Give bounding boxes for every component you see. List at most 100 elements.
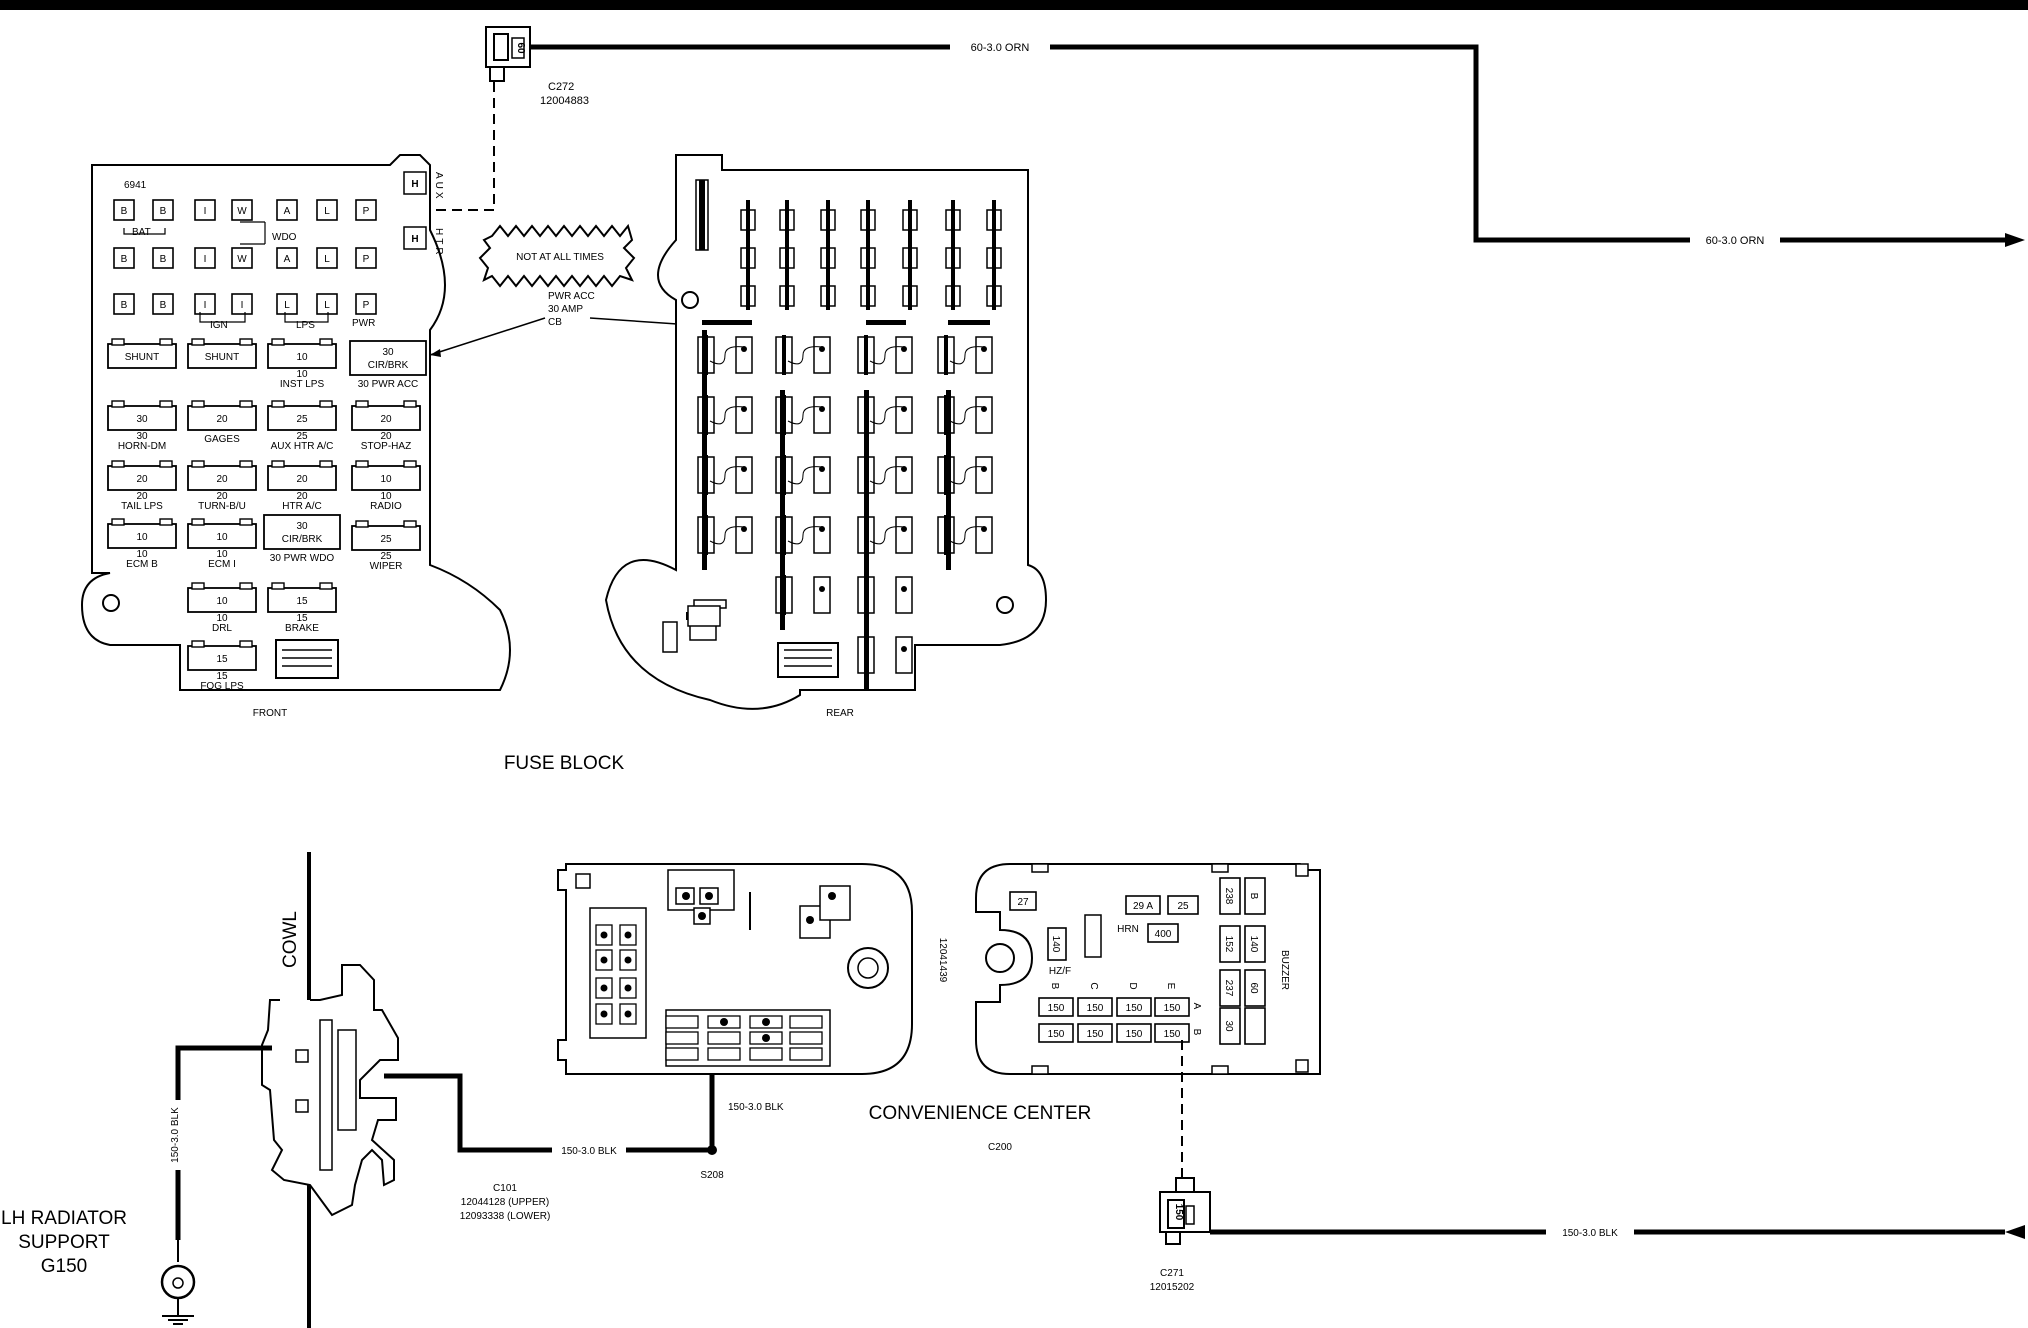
fuse-bottom-value: 10 — [136, 549, 148, 560]
c200-label: C200 — [988, 1142, 1012, 1153]
fuse — [187, 405, 257, 431]
cc-grid-fuse — [1077, 1023, 1113, 1043]
terminal-letter: B — [121, 300, 128, 311]
cc-grid-fuse-text: 150 — [1048, 1003, 1065, 1014]
cc-side-fuse-text: 152 — [1223, 936, 1234, 953]
fuse — [107, 343, 177, 369]
fuse-name: GAGES — [204, 434, 240, 445]
c101-lower: 12093338 (LOWER) — [460, 1211, 551, 1222]
cc-side-fuse — [1244, 969, 1266, 1007]
fuse-bottom-value: 25 — [296, 431, 308, 442]
cc-side-fuse — [1244, 925, 1266, 963]
fuse-bottom-value: 25 — [380, 551, 392, 562]
htr-label: HTR — [433, 228, 444, 258]
fuse-value: 30 — [382, 347, 394, 358]
fuse-block-title: FUSE BLOCK — [504, 753, 625, 774]
terminal-letter: A — [284, 206, 291, 217]
fuse-value: 10 — [216, 532, 228, 543]
fuse — [267, 587, 337, 613]
lps-label: LPS — [296, 320, 315, 331]
cc-fuse — [1125, 895, 1161, 915]
fuse — [351, 405, 421, 431]
c101-label: C101 — [493, 1183, 517, 1194]
fuse-bottom-value: 20 — [136, 491, 148, 502]
cc-grid-fuse-text: 150 — [1126, 1003, 1143, 1014]
c272-pin: 60 — [515, 42, 526, 54]
fuse-value: 10 — [296, 352, 308, 363]
terminal-box — [231, 199, 253, 221]
cc-col-label: B — [1049, 983, 1060, 990]
terminal-box — [316, 199, 338, 221]
s208-label: S208 — [700, 1170, 724, 1181]
cc-grid-fuse — [1116, 997, 1152, 1017]
ground-wire — [160, 1045, 272, 1325]
cc-side-fuse — [1219, 969, 1241, 1007]
cc-fuse-text: 400 — [1155, 929, 1172, 940]
terminal-letter: P — [363, 300, 370, 311]
terminal-letter: A — [284, 254, 291, 265]
cc-side-fuse — [1219, 1007, 1241, 1045]
fuse — [107, 405, 177, 431]
terminal-box — [355, 293, 377, 315]
ground-line2: SUPPORT — [18, 1232, 110, 1253]
cc-grid-fuse — [1038, 997, 1074, 1017]
convenience-drop-label: 150-3.0 BLK — [728, 1102, 784, 1113]
fuse-bottom-value: 20 — [216, 491, 228, 502]
fuse-value: 10 — [216, 596, 228, 607]
fuse-value: 15 — [216, 654, 228, 665]
terminal-letter: I — [204, 300, 207, 311]
terminal-letter: B — [121, 254, 128, 265]
terminal-letter: L — [324, 300, 330, 311]
c272-label: C272 — [548, 81, 574, 93]
cc-side-fuse-text: 237 — [1223, 980, 1234, 997]
cc-grid-fuse-text: 150 — [1087, 1029, 1104, 1040]
wire-label-orn-upper: 60-3.0 ORN — [971, 42, 1030, 54]
fuse — [187, 465, 257, 491]
terminal-box — [113, 293, 135, 315]
convenience-center-title: CONVENIENCE CENTER — [869, 1103, 1092, 1124]
svg-text:H: H — [411, 234, 418, 245]
cc-grid-fuse — [1116, 1023, 1152, 1043]
cc-fuse-text: 29 A — [1133, 901, 1153, 912]
fuse — [187, 645, 257, 671]
fuse-name: ECM I — [208, 559, 236, 570]
fuse-bottom-value: 10 — [216, 613, 228, 624]
callout-line-front — [429, 317, 546, 356]
fuse-name: HTR A/C — [282, 501, 321, 512]
c101-upper: 12044128 (UPPER) — [461, 1197, 549, 1208]
fuse-bottom-value: 20 — [296, 491, 308, 502]
cc-side-fuse-text: B — [1248, 893, 1259, 900]
cc-grid-fuse-text: 150 — [1164, 1003, 1181, 1014]
cc-fuse — [1009, 891, 1037, 911]
cowl-bulkhead — [261, 852, 399, 1328]
terminal-box — [152, 247, 174, 269]
fuse-value: CIR/BRK — [282, 534, 323, 545]
terminal-box — [152, 199, 174, 221]
convenience-part: 12041439 — [937, 938, 948, 983]
c272-dash-link — [415, 82, 495, 211]
cc-fuse-text: 25 — [1177, 901, 1189, 912]
cc-side-fuse — [1244, 877, 1266, 915]
terminal-letter: B — [121, 206, 128, 217]
cc-row-label: B — [1191, 1029, 1202, 1036]
aux-label: AUX — [433, 172, 444, 202]
fuse-value: 20 — [296, 474, 308, 485]
terminal-letter: W — [237, 254, 247, 265]
terminal-box — [113, 199, 135, 221]
cc-side-fuse-text: 60 — [1248, 982, 1259, 994]
c271-pin: 150 — [1173, 1204, 1184, 1221]
fuse-bottom-value: 20 — [380, 431, 392, 442]
fuse-value: SHUNT — [205, 352, 239, 363]
terminal-box — [316, 247, 338, 269]
fuse — [107, 523, 177, 549]
terminal-letter: P — [363, 254, 370, 265]
fuse-value: 20 — [380, 414, 392, 425]
terminal-letter: L — [324, 254, 330, 265]
rear-label: REAR — [826, 708, 854, 719]
fuse-name: INST LPS — [280, 379, 325, 390]
fuse-name: STOP-HAZ — [361, 441, 411, 452]
fuse-name: 30 PWR ACC — [358, 379, 419, 390]
terminal-box — [355, 199, 377, 221]
